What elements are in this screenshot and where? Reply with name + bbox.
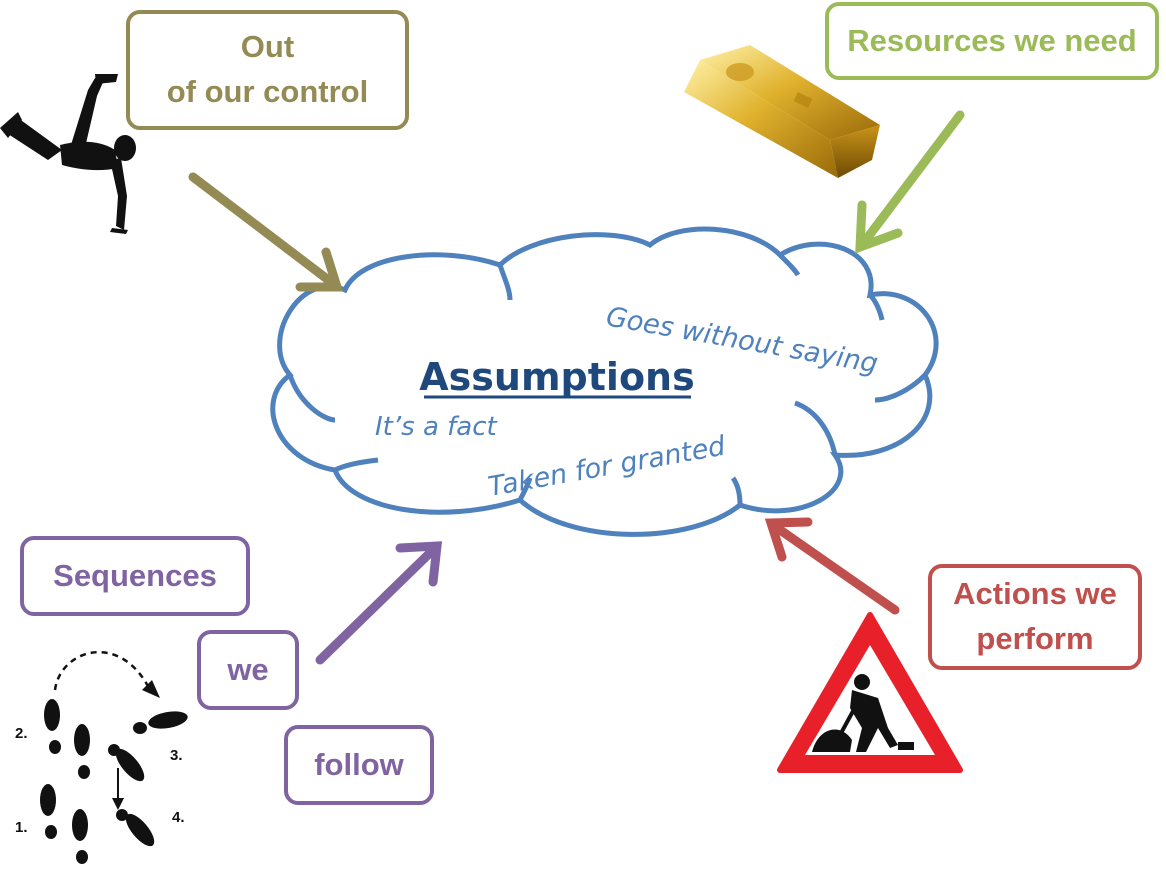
arrow-actions xyxy=(764,517,900,615)
we-box: we xyxy=(197,630,299,710)
step-number-1: 1. xyxy=(15,819,28,836)
step-number-2: 2. xyxy=(15,725,28,742)
actions-line2: perform xyxy=(976,621,1094,656)
resources-box: Resources we need xyxy=(825,2,1159,80)
arrow-out-of-control xyxy=(188,172,344,292)
assumptions-cloud xyxy=(270,226,939,537)
we-label: we xyxy=(227,651,269,687)
resources-label: Resources we need xyxy=(847,22,1137,58)
step-number-4: 4. xyxy=(172,809,185,826)
step-number-3: 3. xyxy=(170,747,183,764)
phrase-its-a-fact: It’s a fact xyxy=(375,412,498,442)
arrow-sequences xyxy=(315,541,443,665)
roadworks-sign-icon xyxy=(777,612,963,773)
sequences-label: Sequences xyxy=(53,557,217,593)
arrow-resources xyxy=(855,110,965,254)
follow-label: follow xyxy=(314,746,404,782)
assumptions-title: Assumptions xyxy=(419,355,694,399)
follow-box: follow xyxy=(284,725,434,805)
out-of-control-line1: Out xyxy=(240,29,295,65)
out-of-control-line2: of our control xyxy=(166,74,369,109)
footsteps-dance-icon: 2. 3. 1. 4. xyxy=(15,650,188,864)
sequences-box: Sequences xyxy=(20,536,250,616)
gold-bar-icon xyxy=(684,45,880,178)
dancer-silhouette-icon xyxy=(0,74,136,234)
actions-line1: Actions we xyxy=(953,576,1117,612)
out-of-control-box: Out of our control xyxy=(126,10,409,130)
actions-box: Actions we perform xyxy=(928,564,1142,670)
